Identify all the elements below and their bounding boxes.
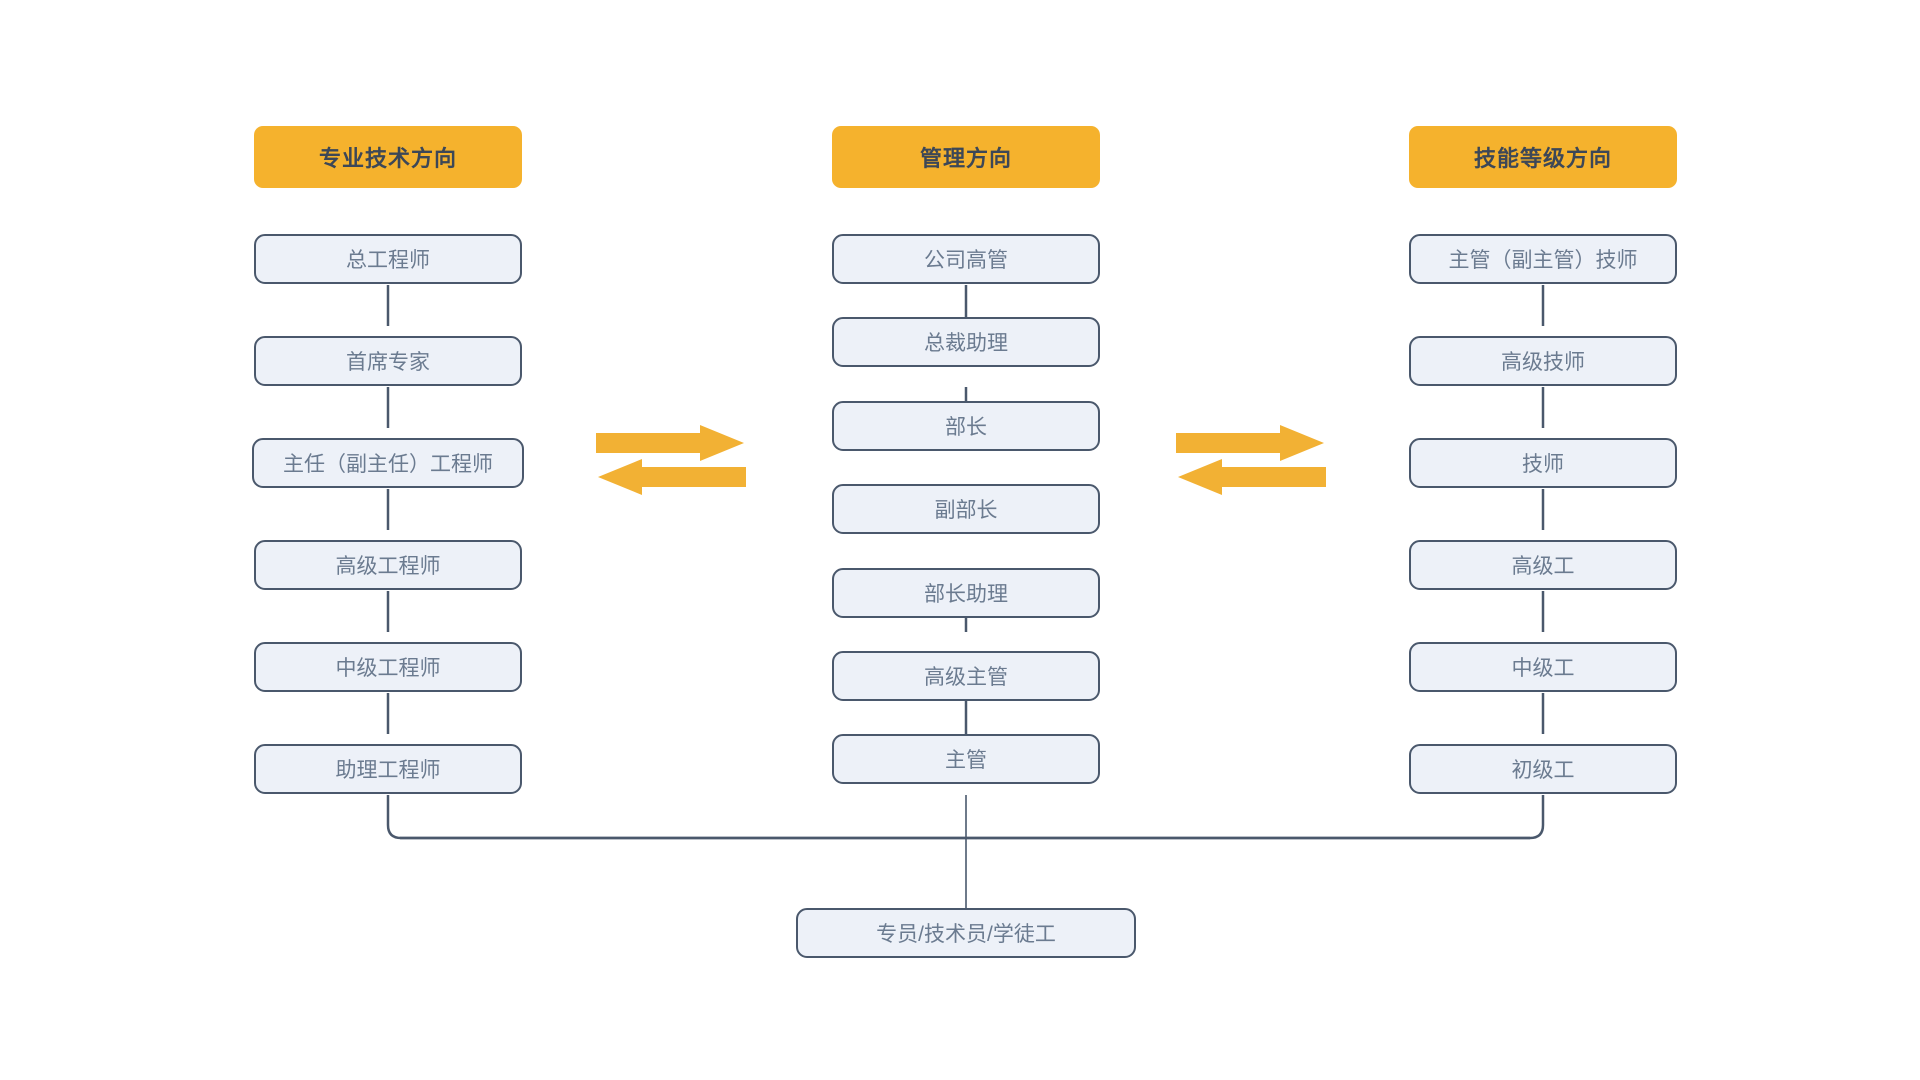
node-skill-3[interactable]: 技师 <box>1409 438 1677 488</box>
arrow-right-icon <box>1176 425 1324 461</box>
node-technical-2[interactable]: 首席专家 <box>254 336 522 386</box>
node-management-5[interactable]: 部长助理 <box>832 568 1100 618</box>
node-management-7[interactable]: 主管 <box>832 734 1100 784</box>
arrow-left-icon <box>1178 459 1326 495</box>
node-management-2[interactable]: 总裁助理 <box>832 317 1100 367</box>
arrow-right-icon <box>596 425 744 461</box>
node-skill-5[interactable]: 中级工 <box>1409 642 1677 692</box>
node-skill-6[interactable]: 初级工 <box>1409 744 1677 794</box>
node-technical-5[interactable]: 中级工程师 <box>254 642 522 692</box>
arrow-left-icon <box>598 459 746 495</box>
node-technical-6[interactable]: 助理工程师 <box>254 744 522 794</box>
node-management-4[interactable]: 副部长 <box>832 484 1100 534</box>
node-technical-3[interactable]: 主任（副主任）工程师 <box>252 438 524 488</box>
column-header-technical[interactable]: 专业技术方向 <box>254 126 522 188</box>
exchange-arrows-technical-management[interactable] <box>596 425 746 495</box>
node-management-6[interactable]: 高级主管 <box>832 651 1100 701</box>
node-management-3[interactable]: 部长 <box>832 401 1100 451</box>
node-technical-1[interactable]: 总工程师 <box>254 234 522 284</box>
node-technical-4[interactable]: 高级工程师 <box>254 540 522 590</box>
column-header-management[interactable]: 管理方向 <box>832 126 1100 188</box>
node-skill-1[interactable]: 主管（副主管）技师 <box>1409 234 1677 284</box>
node-skill-2[interactable]: 高级技师 <box>1409 336 1677 386</box>
column-header-skill[interactable]: 技能等级方向 <box>1409 126 1677 188</box>
node-skill-4[interactable]: 高级工 <box>1409 540 1677 590</box>
node-management-1[interactable]: 公司高管 <box>832 234 1100 284</box>
exchange-arrows-management-skill[interactable] <box>1176 425 1326 495</box>
node-base-entry[interactable]: 专员/技术员/学徒工 <box>796 908 1136 958</box>
